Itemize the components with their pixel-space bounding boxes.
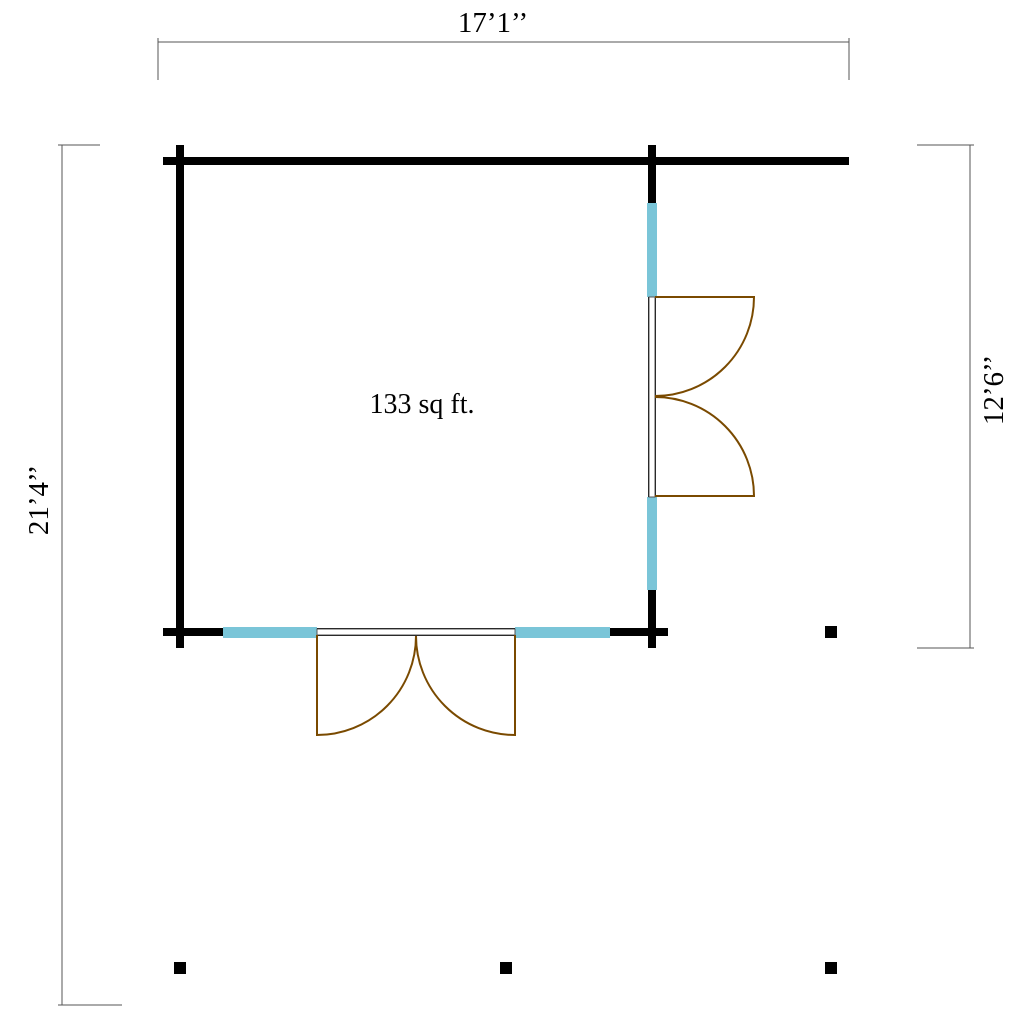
posts <box>174 626 837 974</box>
window-right-upper <box>647 203 657 297</box>
post <box>174 962 186 974</box>
depth-dimension: 21’4’’ <box>23 144 122 1006</box>
post <box>825 962 837 974</box>
walls <box>163 145 849 648</box>
building-depth-label: 12’6’’ <box>978 355 1010 425</box>
width-label: 17’1’’ <box>458 7 528 39</box>
side-double-door <box>648 296 756 498</box>
post <box>500 962 512 974</box>
width-dimension: 17’1’’ <box>157 7 850 80</box>
post <box>825 626 837 638</box>
window-bottom-right <box>515 627 610 638</box>
front-double-door <box>316 628 516 737</box>
area-label: 133 sq ft. <box>370 389 475 420</box>
windows <box>223 203 657 638</box>
window-bottom-left <box>223 627 317 638</box>
window-right-lower <box>647 497 657 590</box>
depth-label: 21’4’’ <box>23 465 55 535</box>
building-depth-dimension: 12’6’’ <box>917 144 1010 649</box>
